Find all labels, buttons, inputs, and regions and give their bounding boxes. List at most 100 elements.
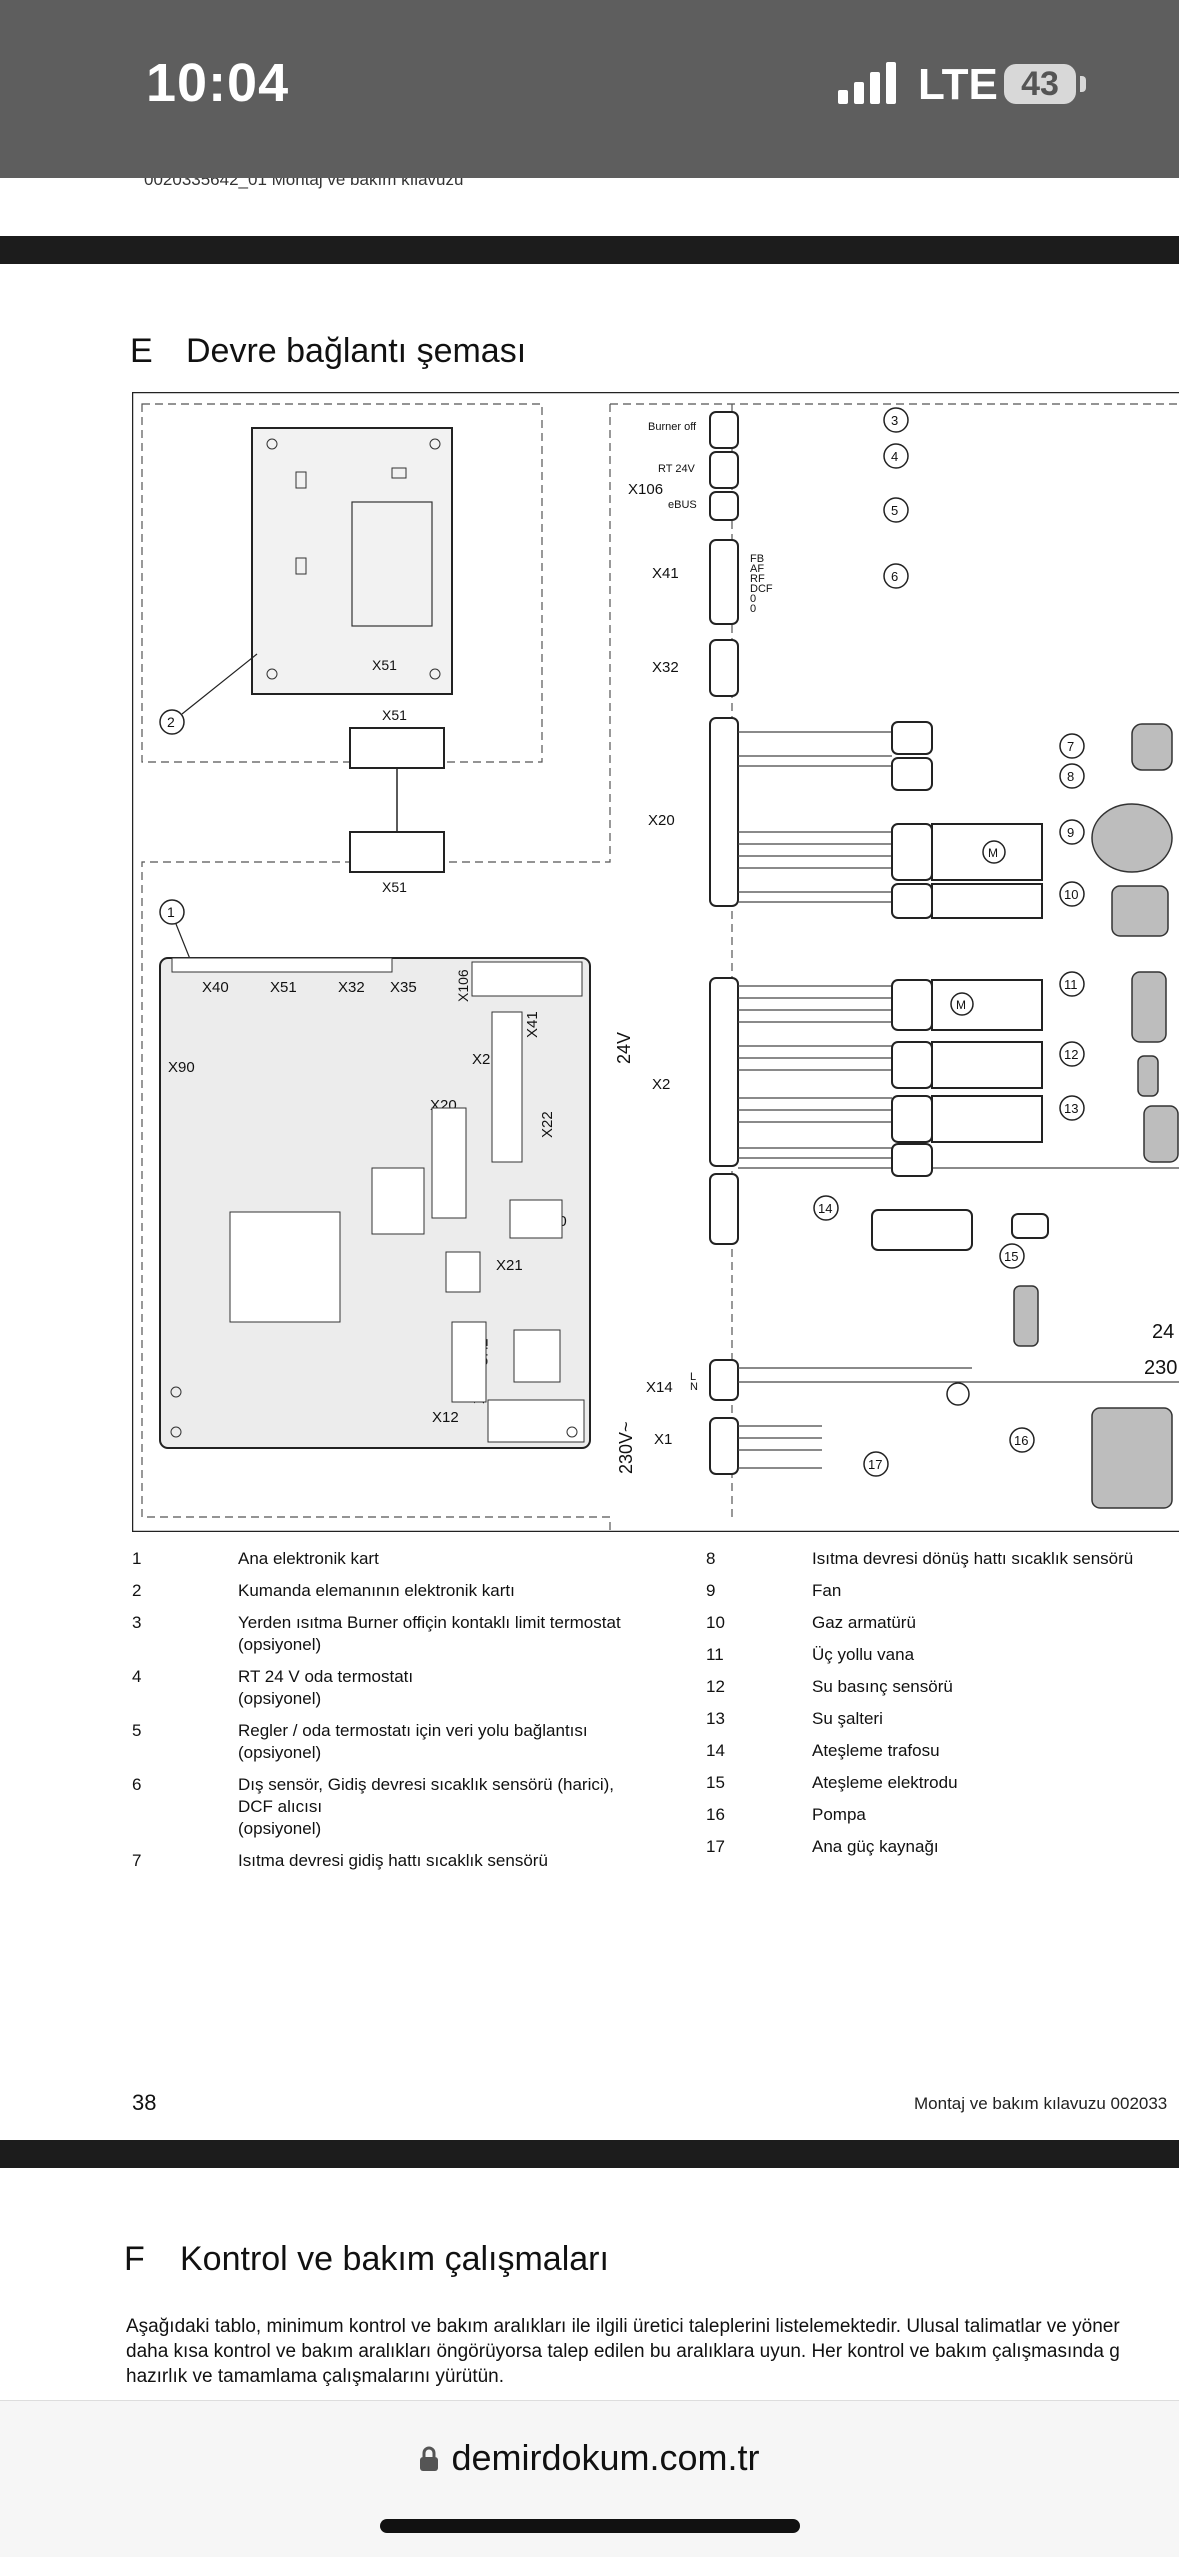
legend-label: Ateşleme elektrodu: [812, 1772, 958, 1794]
legend-number: 9: [706, 1580, 715, 1602]
legend-number: 14: [706, 1740, 725, 1762]
svg-text:X32: X32: [338, 979, 365, 996]
svg-text:X21: X21: [496, 1257, 523, 1274]
svg-text:M: M: [988, 846, 998, 860]
svg-text:16: 16: [1014, 1433, 1028, 1448]
intro-line: hazırlık ve tamamlama çalışmalarını yürü…: [126, 2364, 1179, 2389]
address-bar[interactable]: demirdokum.com.tr: [0, 2437, 1179, 2479]
legend-sublabel: (opsiyonel): [238, 1818, 614, 1840]
legend-number: 11: [706, 1644, 724, 1666]
legend-text: Isıtma devresi gidiş hattı sıcaklık sens…: [238, 1850, 548, 1872]
legend-label: Pompa: [812, 1804, 866, 1826]
legend-item: 8 Isıtma devresi dönüş hattı sıcaklık sen…: [706, 1548, 1179, 1570]
section-f-intro: Aşağıdaki tablo, minimum kontrol ve bakı…: [126, 2314, 1179, 2389]
battery-level: 43: [1021, 65, 1059, 103]
legend-text: Dış sensör, Gidiş devresi sıcaklık sensö…: [238, 1774, 614, 1840]
section-e-letter: E: [130, 332, 186, 371]
legend-number: 7: [132, 1850, 141, 1872]
legend-text: Fan: [812, 1580, 841, 1602]
legend-text: Ana elektronik kart: [238, 1548, 379, 1570]
intro-line: Aşağıdaki tablo, minimum kontrol ve bakı…: [126, 2314, 1179, 2339]
legend-label: Ana güç kaynağı: [812, 1836, 939, 1858]
svg-text:M: M: [956, 998, 966, 1012]
svg-text:X51: X51: [382, 707, 407, 723]
legend-label: Dış sensör, Gidiş devresi sıcaklık sensö…: [238, 1774, 614, 1796]
home-indicator[interactable]: [380, 2519, 800, 2533]
legend-text: Üç yollu vana: [812, 1644, 914, 1666]
legend-number: 4: [132, 1666, 141, 1688]
svg-text:X20: X20: [648, 812, 675, 829]
legend-sublabel: (opsiyonel): [238, 1634, 621, 1656]
legend-number: 3: [132, 1612, 141, 1634]
legend-label: Su basınç sensörü: [812, 1676, 953, 1698]
page-separator: [0, 236, 1179, 264]
legend-item: 11 Üç yollu vana: [706, 1644, 1179, 1666]
legend-text: Isıtma devresi dönüş hattı sıcaklık sens…: [812, 1548, 1133, 1570]
svg-text:X40: X40: [202, 979, 229, 996]
status-time: 10:04: [146, 52, 289, 114]
page-number: 38: [132, 2090, 156, 2116]
legend-label: Su şalteri: [812, 1708, 883, 1730]
previous-page-header: 0020335642_01 Montaj ve bakım kılavuzu: [144, 178, 463, 190]
legend-label: Gaz armatürü: [812, 1612, 916, 1634]
svg-text:X106: X106: [628, 481, 663, 498]
legend-item: 16 Pompa: [706, 1804, 1179, 1826]
svg-text:7: 7: [1067, 739, 1074, 754]
legend-number: 10: [706, 1612, 725, 1634]
svg-text:230: 230: [1144, 1357, 1177, 1379]
svg-text:8: 8: [1067, 769, 1074, 784]
svg-text:10: 10: [1064, 887, 1078, 902]
browser-bottom-bar: demirdokum.com.tr: [0, 2400, 1179, 2557]
legend-number: 17: [706, 1836, 725, 1858]
wiring-diagram: X51 X51 X51 2 1 X40 X51 X32 X35 X90 X2 X…: [132, 392, 1179, 1532]
legend-text: Su basınç sensörü: [812, 1676, 953, 1698]
legend-text: RT 24 V oda termostatı(opsiyonel): [238, 1666, 413, 1710]
svg-text:24: 24: [1152, 1321, 1174, 1343]
legend-number: 8: [706, 1548, 715, 1570]
legend-number: 1: [132, 1548, 141, 1570]
legend-item: 9 Fan: [706, 1580, 1179, 1602]
svg-text:X32: X32: [652, 659, 679, 676]
legend-item: 4 RT 24 V oda termostatı(opsiyonel): [132, 1666, 712, 1710]
legend-text: Ateşleme trafosu: [812, 1740, 940, 1762]
svg-text:X2: X2: [472, 1051, 490, 1068]
legend-number: 15: [706, 1772, 725, 1794]
battery-nub: [1080, 76, 1086, 92]
legend-number: 16: [706, 1804, 725, 1826]
svg-text:X106: X106: [455, 969, 471, 1002]
legend-label: Ana elektronik kart: [238, 1548, 379, 1570]
document-viewer[interactable]: 0020335642_01 Montaj ve bakım kılavuzu E…: [0, 178, 1179, 2400]
svg-text:13: 13: [1064, 1101, 1078, 1116]
legend-label: Yerden ısıtma Burner offiçin kontaklı li…: [238, 1612, 621, 1634]
svg-text:3: 3: [891, 413, 898, 428]
legend-item: 15 Ateşleme elektrodu: [706, 1772, 1179, 1794]
svg-text:12: 12: [1064, 1047, 1078, 1062]
legend-sublabel: (opsiyonel): [238, 1742, 588, 1764]
svg-text:X51: X51: [382, 879, 407, 895]
svg-text:X2: X2: [652, 1076, 670, 1093]
legend-item: 17 Ana güç kaynağı: [706, 1836, 1179, 1858]
svg-text:N: N: [690, 1381, 698, 1393]
previous-page: 0020335642_01 Montaj ve bakım kılavuzu: [18, 178, 1179, 236]
legend-right-column: 8 Isıtma devresi dönüş hattı sıcaklık sen…: [706, 1548, 1179, 1868]
legend-text: Su şalteri: [812, 1708, 883, 1730]
page-separator-2: [0, 2140, 1179, 2168]
legend-label: Ateşleme trafosu: [812, 1740, 940, 1762]
svg-text:6: 6: [891, 569, 898, 584]
legend-text: Yerden ısıtma Burner offiçin kontaklı li…: [238, 1612, 621, 1656]
svg-text:X35: X35: [390, 979, 417, 996]
signal-icon: [838, 62, 900, 104]
svg-text:2: 2: [167, 714, 175, 730]
status-bar: 10:04 LTE 43: [0, 0, 1179, 178]
legend-number: 12: [706, 1676, 725, 1698]
svg-text:11: 11: [1064, 977, 1078, 992]
svg-text:X90: X90: [168, 1059, 195, 1076]
svg-text:9: 9: [1067, 825, 1074, 840]
legend-label: Kumanda elemanının elektronik kartı: [238, 1580, 515, 1602]
legend-label: Üç yollu vana: [812, 1644, 914, 1666]
